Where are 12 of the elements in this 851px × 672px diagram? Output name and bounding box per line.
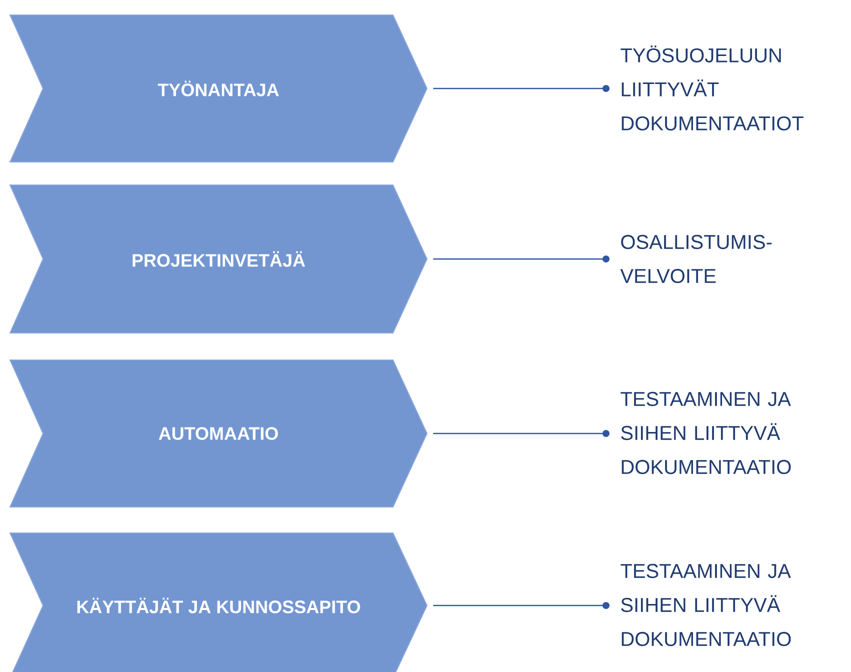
description-text: TYÖSUOJELUUN LIITTYVÄT DOKUMENTAATIOT: [620, 46, 804, 130]
description-text: OSALLISTUMIS- VELVOITE: [620, 234, 772, 284]
chevron-box: KÄYTTÄJÄT JA KUNNOSSAPITO: [9, 532, 428, 672]
chevron-box: AUTOMAATIO: [9, 360, 428, 508]
chevron-box: PROJEKTINVETÄJÄ: [9, 184, 428, 334]
description-text: TESTAAMINEN JA SIIHEN LIITTYVÄ DOKUMENTAATIO: [620, 564, 791, 646]
connector-line: [433, 430, 610, 437]
connector-line: [433, 256, 610, 262]
connector-line: [433, 602, 610, 609]
connector-line: [433, 85, 610, 92]
description-text: TESTAAMINEN JA SIIHEN LIITTYVÄ DOKUMENTAATIO: [620, 392, 791, 474]
chevron-box: TYÖNANTAJA: [9, 14, 428, 162]
